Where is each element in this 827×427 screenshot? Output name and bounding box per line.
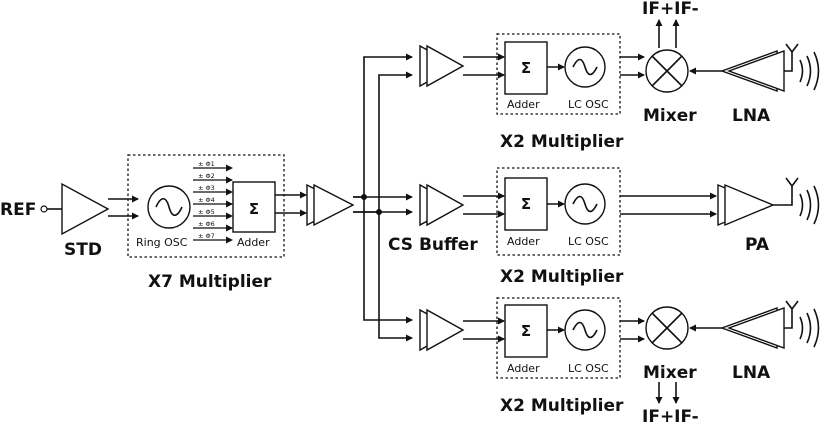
bot-lna-front	[726, 307, 785, 349]
x7-adder-label: Adder	[237, 236, 270, 249]
bot-sigma: Σ	[521, 322, 531, 340]
phase-label-4: ± Φ4	[198, 196, 215, 204]
bot-adder-label: Adder	[507, 362, 540, 375]
bot-x2-frame	[496, 297, 621, 379]
top-x2-title: X2 Multiplier	[500, 132, 624, 152]
top-antenna-icon	[784, 43, 799, 72]
pa-wave-icon	[799, 185, 820, 225]
top-lna-front	[726, 50, 785, 92]
pa-label: PA	[745, 235, 770, 255]
junction-p	[361, 194, 367, 200]
mid-adder-label: Adder	[507, 235, 540, 248]
cs-buffer-label: CS Buffer	[388, 235, 478, 255]
x7-multiplier-frame	[127, 154, 285, 258]
top-mixer-x2	[651, 55, 683, 87]
phase-label-2: ± Φ2	[198, 172, 215, 180]
top-wave-icon	[799, 51, 820, 91]
bot-buffer-front	[426, 308, 465, 352]
mid-x2-title: X2 Multiplier	[500, 267, 624, 287]
phase-label-3: ± Φ3	[198, 184, 215, 192]
wire-top-n	[353, 71, 413, 213]
bot-antenna-icon	[784, 300, 799, 329]
top-lc-label: LC OSC	[568, 98, 609, 111]
bot-mixer-x2	[651, 312, 683, 344]
top-sigma: Σ	[521, 59, 531, 77]
wire-bot-p	[363, 197, 413, 324]
top-adder	[504, 41, 548, 95]
phase-label-6: ± Φ6	[198, 220, 215, 228]
top-x2-frame	[496, 33, 621, 115]
bot-mixer-label: Mixer	[643, 363, 697, 383]
pa-front	[724, 183, 775, 227]
top-if-label: IF+IF-	[642, 0, 699, 19]
ref-terminal	[40, 205, 48, 213]
bot-sine-icon	[572, 321, 598, 339]
phase-label-5: ± Φ5	[198, 208, 215, 216]
mid-sigma: Σ	[521, 195, 531, 213]
phase-label-7: ± Φ7	[198, 232, 215, 240]
bot-wave-icon	[799, 308, 820, 348]
wire-bot-n	[378, 212, 413, 342]
mid-lc-label: LC OSC	[568, 235, 609, 248]
mid-buffer-front	[426, 183, 465, 227]
x7-sigma: Σ	[249, 200, 259, 218]
ref-label: REF	[0, 200, 36, 220]
bot-x2-title: X2 Multiplier	[500, 396, 624, 416]
top-sine-icon	[572, 58, 598, 76]
junction-n	[376, 209, 382, 215]
x7-adder	[232, 181, 276, 233]
dist-buffer-front	[313, 183, 355, 227]
pa-antenna-icon	[773, 177, 799, 206]
ring-osc-label: Ring OSC	[136, 236, 188, 249]
bot-lna-label: LNA	[732, 363, 771, 383]
top-buffer-front	[426, 44, 465, 88]
top-lna-label: LNA	[732, 106, 771, 126]
bot-if-label: IF+IF-	[642, 407, 699, 427]
x7-title: X7 Multiplier	[148, 272, 272, 292]
mid-x2-frame	[496, 167, 621, 256]
bot-lc-label: LC OSC	[568, 362, 609, 375]
top-adder-label: Adder	[507, 98, 540, 111]
mid-sine-icon	[572, 195, 598, 213]
bot-adder	[504, 304, 548, 358]
top-mixer-label: Mixer	[643, 106, 697, 126]
sine-icon	[155, 197, 183, 217]
phase-label-1: ± Φ1	[198, 160, 215, 168]
std-label: STD	[64, 240, 102, 260]
wire-top-p	[353, 53, 413, 198]
std-buffer	[61, 182, 110, 236]
